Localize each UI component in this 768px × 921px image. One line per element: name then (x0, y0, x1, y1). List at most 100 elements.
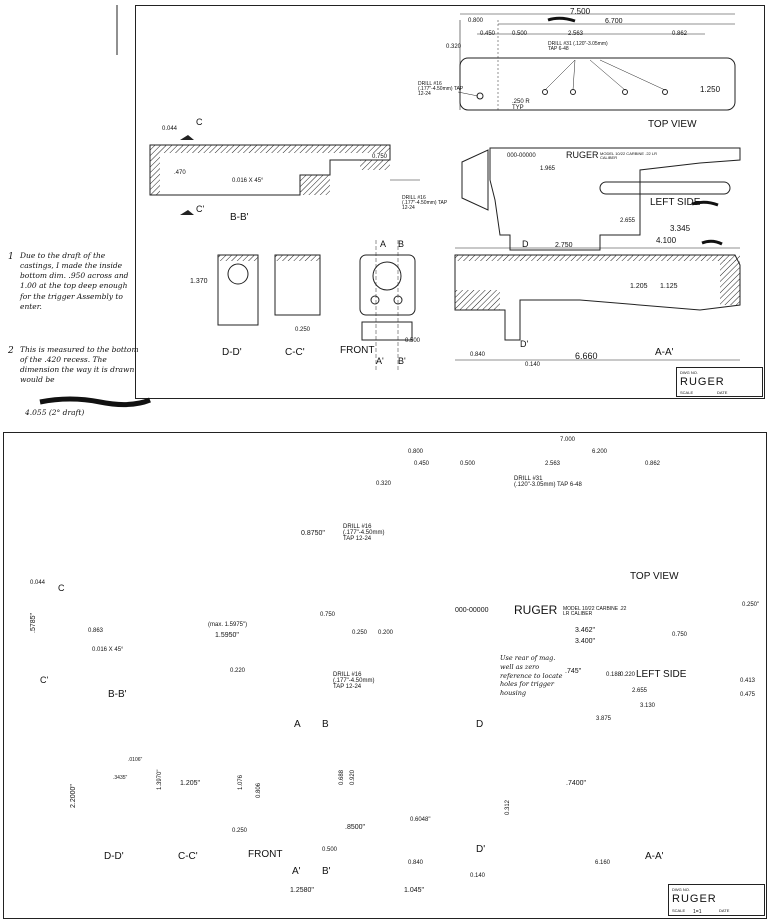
dim-0750-ls-b: 0.750 (672, 632, 688, 638)
top-drawing-sheet (135, 5, 765, 399)
dim-4100: 4.100 (656, 236, 677, 245)
dim-0750-bb: 0.750 (372, 154, 388, 160)
dim-745: .745" (565, 668, 582, 675)
top-view-label: TOP VIEW (648, 119, 697, 130)
dwg-no-label-b: DWG NO. (672, 887, 690, 892)
section-b-b: B (322, 719, 329, 730)
dim-0500-front-b: 0.500 (322, 847, 338, 853)
dim-2655-b: 2.655 (632, 688, 648, 694)
note-number-1: 1 (8, 252, 14, 262)
dim-0220-bb-b: 0.220 (230, 668, 246, 674)
dim-0044-b: 0.044 (30, 580, 46, 586)
dim-0016-chamfer: 0.016 X 45° (232, 178, 264, 184)
dim-0840-b: 0.840 (408, 860, 424, 866)
drill16-top-callout: DRILL #16 (.177"-4.50mm) TAP 12-24 (418, 81, 464, 97)
dim-0475: 0.475 (740, 692, 756, 698)
note-2-tail: 4.055 (2° draft) (25, 408, 85, 417)
title-block-top: DWG NO. RUGER SCALE DATE (676, 367, 763, 397)
dim-0500-top: 0.500 (405, 338, 421, 344)
dim-3875: 3.875 (596, 716, 612, 722)
section-d-prime-b: D' (476, 844, 486, 855)
dim-3345: 3.345 (670, 224, 691, 233)
dim-0320-b: 0.320 (376, 481, 392, 487)
dim-0500: 0.500 (512, 31, 528, 37)
dim-3462: 3.462" (575, 627, 596, 634)
dwg-no-label-top: DWG NO. (680, 370, 698, 375)
cc-label-top: C-C' (285, 347, 305, 358)
dim-0862-b: 0.862 (645, 461, 661, 467)
dim-0862: 0.862 (672, 31, 688, 37)
section-d-prime-top: D' (520, 339, 529, 349)
dim-2563: 2.563 (568, 31, 584, 37)
dim-6200: 6.200 (592, 449, 608, 455)
part-no-top: 000-00000 (507, 153, 536, 159)
dim-overall-7500: 7.500 (570, 7, 591, 16)
part-no-b: 000-00000 (455, 607, 489, 614)
dim-0800: 0.800 (468, 18, 484, 24)
dim-0863: 0.863 (88, 628, 104, 634)
title-name-top: RUGER (680, 376, 725, 388)
scale-label-b: SCALE (672, 908, 686, 913)
model-text-top: MODEL 10/22 CARBINE .22 LR CALIBER (600, 151, 657, 160)
dim-7000: 7.000 (560, 437, 576, 443)
title-block-bottom: DWG NO. RUGER SCALE 1=1 DATE (668, 884, 765, 916)
dim-0840-top: 0.840 (470, 352, 486, 358)
dim-250r: .250 R TYP (512, 99, 530, 111)
ruger-logo-b: RUGER (514, 603, 558, 617)
front-label-top: FRONT (340, 345, 375, 356)
dim-3130: 3.130 (640, 703, 656, 709)
dim-0044-bb: 0.044 (162, 126, 178, 132)
section-d-top: D (522, 239, 529, 249)
section-a-prime-top: A' (376, 356, 384, 366)
dim-470: .470 (174, 170, 186, 176)
drill16-bb-callout-b: DRILL #16 (.177"-4.50mm) TAP 12-24 (333, 672, 375, 690)
date-label-b: DATE (719, 908, 730, 913)
dim-0250-top: 0.250 (295, 327, 311, 333)
dim-12580: 1.2580" (290, 887, 314, 894)
drill16-top-callout-b: DRILL #16 (.177"-4.50mm) TAP 12-24 (343, 524, 385, 542)
dim-6700: 6.700 (605, 18, 623, 25)
dim-1370-b: 1.3970" (157, 769, 163, 790)
section-c-top: C (196, 117, 203, 127)
dim-0140-b: 0.140 (470, 873, 486, 879)
bb-label-b: B-B' (108, 689, 127, 700)
dim-0320: 0.320 (446, 44, 462, 50)
section-c-prime-b: C' (40, 675, 49, 685)
dim-1205-b: 1.205" (180, 780, 201, 787)
front-label-b: FRONT (248, 849, 283, 860)
date-label-top: DATE (717, 390, 728, 395)
title-name-b: RUGER (672, 893, 717, 905)
dim-8500: .8500" (345, 824, 366, 831)
dd-label-top: D-D' (222, 347, 242, 358)
note-2: This is measured to the bottom of the .4… (20, 345, 139, 385)
section-a-prime-b: A' (292, 866, 301, 877)
dim-0200-bb-b: 0.200 (378, 630, 394, 636)
dim-0250-ls-b: 0.250" (742, 602, 760, 608)
dim-max: (max. 1.5975") (208, 622, 248, 628)
dim-0188: 0.188 (606, 672, 622, 678)
section-c-prime-top: C' (196, 204, 205, 214)
aa-label-b: A-A' (645, 851, 664, 862)
dim-1125-top: 1.125 (660, 283, 678, 290)
model-text-b: MODEL 10/22 CARBINE .22 LR CALIBER (563, 606, 627, 617)
handwritten-zero-reference-note: Use rear of mag. well as zero reference … (500, 654, 563, 698)
dim-7400: .7400" (566, 780, 587, 787)
dim-1205-top: 1.205 (630, 283, 648, 290)
dim-15950: 1.5950" (215, 632, 239, 639)
dim-1965: 1.965 (540, 166, 556, 172)
bb-label-top: B-B' (230, 212, 249, 223)
dim-0806: 0.806 (256, 782, 262, 798)
section-b-prime-b: B' (322, 866, 331, 877)
dim-0220-ls-b: 0.220 (620, 672, 636, 678)
dim-0250-bb-b: 0.250 (352, 630, 368, 636)
dim-2200: 2.2000" (70, 784, 77, 808)
scale-label-top: SCALE (680, 390, 694, 395)
dim-0413: 0.413 (740, 678, 756, 684)
dim-2563-b: 2.563 (545, 461, 561, 467)
dim-0140-top: 0.140 (525, 362, 541, 368)
section-a-top: A (380, 239, 387, 249)
section-b-top: B (398, 239, 405, 249)
dim-0920: 0.920 (350, 769, 356, 785)
left-side-label-b: LEFT SIDE (636, 669, 687, 680)
dim-0250-cc-b: 0.250 (232, 828, 248, 834)
